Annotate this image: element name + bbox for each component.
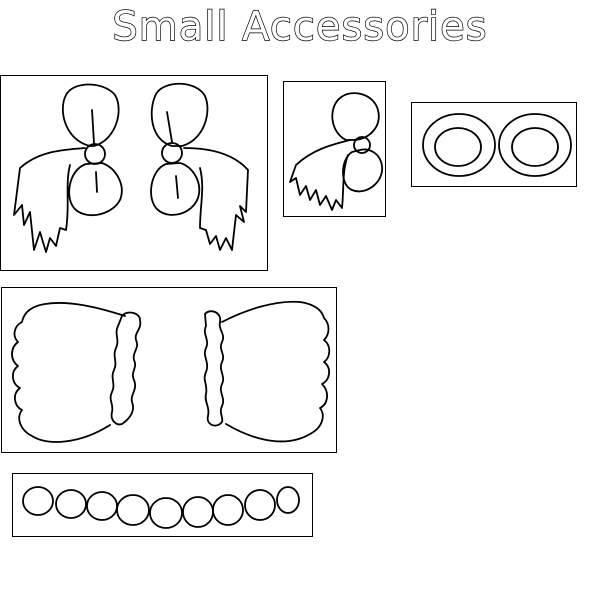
left-earring-outer xyxy=(422,113,496,177)
left-bow-streamer xyxy=(13,147,86,253)
bead-8 xyxy=(244,489,276,521)
left-bow-bottom-loop xyxy=(68,162,123,217)
right-bow-streamer xyxy=(183,147,249,251)
right-bow-top-crease xyxy=(166,111,173,143)
right-bow-bottom-crease xyxy=(175,175,179,199)
single-bow-streamer xyxy=(289,139,351,211)
large-bow-icon xyxy=(11,300,331,443)
bead-9 xyxy=(276,486,300,514)
left-bow-top-crease xyxy=(91,109,95,144)
single-bow-knot xyxy=(353,136,371,154)
bead-6 xyxy=(182,496,214,528)
bow-left-band xyxy=(109,311,142,426)
bead-7 xyxy=(212,494,244,526)
left-bow-knot xyxy=(84,143,106,165)
bead-necklace-panel xyxy=(12,473,313,537)
bow-right-band xyxy=(203,310,225,427)
left-bow-bottom-crease xyxy=(95,171,98,193)
bead-strand-icon xyxy=(22,486,300,529)
bead-2 xyxy=(55,489,87,519)
single-bow-top-loop xyxy=(331,92,380,141)
ring-earrings-icon xyxy=(422,113,572,177)
bow-right-wing xyxy=(221,300,331,443)
left-bow-top-loop xyxy=(62,83,120,147)
right-earring-outer xyxy=(498,113,572,177)
bead-1 xyxy=(22,486,54,516)
big-bow-panel xyxy=(1,287,337,453)
bead-5 xyxy=(149,497,183,529)
right-earring-inner xyxy=(511,127,559,167)
bead-4 xyxy=(116,494,150,526)
bead-3 xyxy=(86,491,118,521)
page-title: Small Accessories xyxy=(112,3,488,50)
single-bow-bottom-loop xyxy=(342,148,383,193)
ribbon-bow-pair-icon xyxy=(13,83,123,253)
ribbon-pair-panel xyxy=(0,75,268,271)
right-bow-top-loop xyxy=(150,82,209,147)
single-ribbon-bow-icon xyxy=(289,92,383,211)
bow-left-wing xyxy=(11,302,126,443)
ribbon-bow-right xyxy=(150,82,249,251)
right-bow-bottom-loop xyxy=(150,162,201,216)
left-earring-inner xyxy=(434,127,482,167)
